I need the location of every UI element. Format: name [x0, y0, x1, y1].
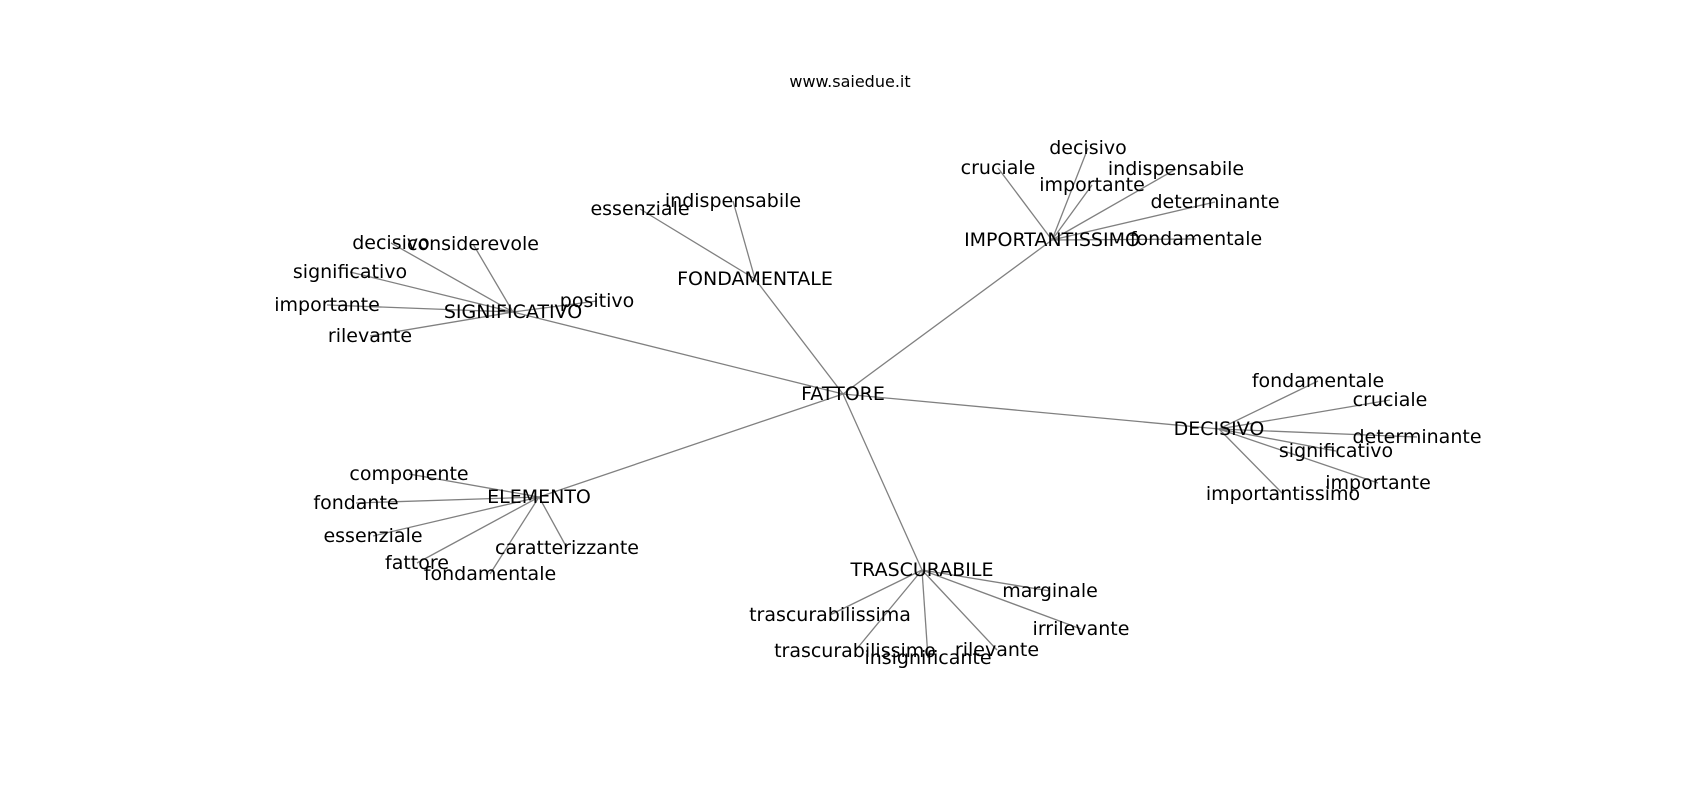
node-root: FATTORE: [801, 383, 885, 405]
edge-importantissimo-fondamentale: [1051, 238, 1197, 241]
edge-significativo-significativo: [349, 271, 514, 313]
edge-significativo-decisivo: [390, 242, 514, 313]
node-leaf-importantissimo-determinante: determinante: [1150, 191, 1279, 213]
node-leaf-significativo-considerevole: considerevole: [407, 233, 539, 255]
node-leaf-elemento-componente: componente: [349, 463, 468, 485]
node-leaf-importantissimo-fondamentale: fondamentale: [1130, 228, 1262, 250]
edge-trascurabile-rilevante: [921, 569, 998, 651]
node-hub-significativo: SIGNIFICATIVO: [444, 301, 582, 323]
site-title: www.saiedue.it: [789, 72, 911, 91]
node-leaf-significativo-rilevante: rilevante: [328, 325, 412, 347]
edge-root-elemento: [538, 393, 844, 498]
node-hub-fondamentale: FONDAMENTALE: [677, 268, 833, 290]
edge-trascurabile-trascurabilissimo: [854, 569, 923, 652]
node-leaf-trascurabile-marginale: marginale: [1002, 580, 1098, 602]
node-leaf-significativo-positivo: positivo: [560, 290, 634, 312]
edge-trascurabile-insignificante: [921, 569, 929, 659]
edge-fondamentale-indispensabile: [732, 200, 756, 280]
edge-trascurabile-marginale: [921, 569, 1051, 592]
node-hub-importantissimo: IMPORTANTISSIMO: [964, 229, 1140, 251]
node-leaf-decisivo-cruciale: cruciale: [1353, 389, 1428, 411]
node-leaf-trascurabile-trascurabilissimo: trascurabilissimo: [774, 640, 936, 662]
edge-importantissimo-determinante: [1051, 201, 1216, 241]
edge-root-importantissimo: [842, 239, 1053, 395]
edge-significativo-importante: [326, 304, 514, 313]
edge-elemento-fattore: [416, 496, 540, 564]
edge-importantissimo-importante: [1051, 184, 1093, 241]
edge-elemento-essenziale: [372, 496, 540, 537]
edge-trascurabile-irrilevante: [921, 569, 1082, 630]
edge-decisivo-cruciale: [1218, 399, 1391, 430]
node-leaf-elemento-fondamentale: fondamentale: [424, 563, 556, 585]
node-leaf-significativo-decisivo: decisivo: [352, 232, 430, 254]
node-leaf-fondamentale-essenziale: essenziale: [590, 198, 689, 220]
edge-root-significativo: [512, 311, 844, 395]
edge-significativo-rilevante: [369, 311, 514, 337]
node-leaf-fondamentale-indispensabile: indispensabile: [665, 190, 801, 212]
edge-importantissimo-decisivo: [1051, 147, 1089, 241]
node-leaf-importantissimo-cruciale: cruciale: [961, 157, 1036, 179]
edge-decisivo-determinante: [1218, 428, 1418, 438]
node-leaf-trascurabile-irrilevante: irrilevante: [1033, 618, 1130, 640]
node-leaf-elemento-fondante: fondante: [313, 492, 398, 514]
node-leaf-elemento-fattore: fattore: [385, 552, 449, 574]
edge-decisivo-fondamentale: [1218, 380, 1319, 430]
edge-elemento-fondante: [355, 496, 540, 504]
edge-decisivo-significativo: [1218, 428, 1337, 452]
edge-decisivo-importante: [1218, 428, 1379, 484]
edge-trascurabile-trascurabilissima: [829, 569, 923, 616]
node-leaf-decisivo-importante: importante: [1325, 472, 1431, 494]
edge-decisivo-importantissimo: [1218, 428, 1284, 495]
edge-elemento-componente: [408, 473, 540, 498]
node-leaf-importantissimo-importante: importante: [1039, 174, 1145, 196]
edge-significativo-positivo: [512, 300, 598, 313]
edge-root-fondamentale: [754, 278, 844, 395]
node-leaf-trascurabile-rilevante: rilevante: [955, 639, 1039, 661]
node-leaf-importantissimo-decisivo: decisivo: [1049, 137, 1127, 159]
node-leaf-significativo-significativo: significativo: [293, 261, 407, 283]
node-leaf-trascurabile-insignificante: insignificante: [864, 647, 991, 669]
node-leaf-elemento-caratterizzante: caratterizzante: [495, 537, 639, 559]
node-leaf-decisivo-determinante: determinante: [1352, 426, 1481, 448]
edge-root-trascurabile: [842, 393, 923, 571]
edge-significativo-considerevole: [472, 243, 514, 313]
node-leaf-elemento-essenziale: essenziale: [323, 525, 422, 547]
node-leaf-trascurabile-trascurabilissima: trascurabilissima: [749, 604, 911, 626]
node-hub-elemento: ELEMENTO: [487, 486, 591, 508]
edge-elemento-fondamentale: [489, 496, 540, 575]
node-leaf-decisivo-fondamentale: fondamentale: [1252, 370, 1384, 392]
node-hub-decisivo: DECISIVO: [1174, 418, 1265, 440]
node-leaf-decisivo-importantissimo: importantissimo: [1206, 483, 1360, 505]
graph-edges: [326, 147, 1418, 659]
node-leaf-importantissimo-indispensabile: indispensabile: [1108, 158, 1244, 180]
node-leaf-significativo-importante: importante: [274, 294, 380, 316]
edge-root-decisivo: [842, 393, 1220, 430]
node-leaf-decisivo-significativo: significativo: [1279, 440, 1393, 462]
edge-importantissimo-cruciale: [997, 167, 1053, 241]
edge-fondamentale-essenziale: [639, 208, 756, 280]
edge-elemento-caratterizzante: [538, 496, 568, 549]
graph-labels: FATTORE IMPORTANTISSIMO cruciale decisivo im…: [274, 137, 1481, 669]
node-hub-trascurabile: TRASCURABILE: [850, 559, 994, 581]
edge-importantissimo-indispensabile: [1051, 168, 1177, 241]
